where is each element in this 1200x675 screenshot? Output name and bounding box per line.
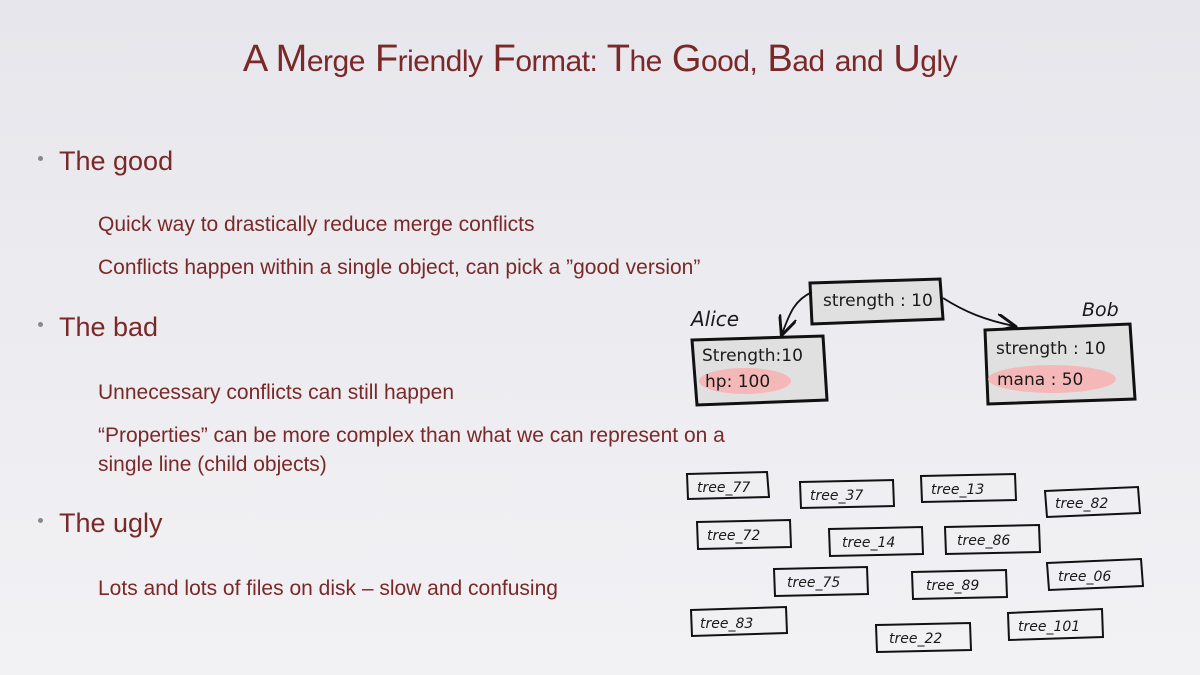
- svg-text:tree_22: tree_22: [889, 631, 942, 647]
- svg-text:tree_13: tree_13: [931, 482, 984, 498]
- bullet-the-ugly: The ugly: [38, 508, 163, 539]
- bullet-dot-icon: [38, 156, 43, 161]
- svg-text:tree_37: tree_37: [810, 488, 863, 504]
- title-word-6: Good,: [671, 38, 758, 80]
- file-box: tree_83: [689, 605, 789, 638]
- title-word-3: Friendly: [374, 38, 483, 80]
- sub-point: Quick way to drastically reduce merge co…: [98, 213, 535, 236]
- svg-text:tree_82: tree_82: [1055, 496, 1108, 512]
- base-object-box: strength : 10: [808, 277, 945, 326]
- title-word-4: Format:: [492, 38, 598, 80]
- title-word-1: A: [242, 38, 266, 80]
- svg-text:tree_75: tree_75: [787, 575, 840, 591]
- file-box: tree_89: [910, 568, 1009, 601]
- bullet-dot-icon: [38, 518, 43, 523]
- svg-text:tree_83: tree_83: [700, 616, 753, 632]
- bob-highlight: [988, 365, 1116, 393]
- arrow-to-alice: [782, 291, 813, 334]
- title-word-8: and: [834, 45, 884, 78]
- bullet-the-good: The good: [38, 146, 173, 177]
- bullet-heading: The good: [59, 146, 174, 176]
- sub-point: Lots and lots of files on disk – slow an…: [98, 577, 558, 600]
- file-box: tree_86: [943, 523, 1042, 556]
- title-word-5: The: [606, 38, 663, 80]
- title-word-2: Merge: [275, 38, 366, 80]
- svg-text:tree_86: tree_86: [957, 533, 1010, 549]
- sub-point: Conflicts happen within a single object,…: [98, 256, 701, 279]
- svg-text:tree_77: tree_77: [697, 480, 750, 496]
- alice-line-2: hp: 100: [705, 372, 770, 392]
- file-box: tree_13: [919, 472, 1018, 504]
- arrow-to-bob: [942, 297, 1014, 326]
- sub-point: “Properties” can be more complex than wh…: [98, 424, 725, 476]
- bullet-dot-icon: [38, 322, 43, 327]
- file-box: tree_75: [772, 565, 870, 598]
- svg-text:tree_101: tree_101: [1018, 619, 1080, 635]
- file-box: tree_101: [1006, 607, 1105, 642]
- slide-title: A Merge Friendly Format: The Good, Bad a…: [0, 38, 1200, 81]
- sub-point: Unnecessary conflicts can still happen: [98, 381, 455, 404]
- bullet-heading: The bad: [59, 312, 159, 342]
- bullet-heading: The ugly: [59, 508, 163, 538]
- file-box: tree_06: [1045, 557, 1145, 592]
- svg-text:tree_14: tree_14: [842, 535, 895, 551]
- file-box: tree_77: [685, 470, 771, 501]
- bob-label: Bob: [1082, 299, 1119, 321]
- bullet-the-bad: The bad: [38, 312, 158, 343]
- svg-text:tree_72: tree_72: [707, 528, 760, 544]
- svg-text:tree_89: tree_89: [926, 578, 979, 594]
- file-boxes: tree_77 tree_37 tree_13 tree_82 tree_72 …: [685, 470, 1145, 654]
- alice-object-box: Strength:10 hp: 100: [690, 334, 829, 407]
- base-object-text: strength : 10: [823, 291, 933, 311]
- alice-line-1: Strength:10: [702, 346, 803, 366]
- svg-text:tree_06: tree_06: [1058, 569, 1111, 585]
- title-word-7: Bad: [767, 38, 825, 80]
- title-word-9: Ugly: [893, 38, 958, 80]
- file-box: tree_14: [827, 525, 925, 558]
- file-box: tree_72: [695, 518, 793, 551]
- bob-object-box: strength : 10 mana : 50: [983, 322, 1137, 406]
- file-box: tree_37: [798, 478, 896, 510]
- alice-highlight: [699, 368, 791, 394]
- bob-line-1: strength : 10: [996, 339, 1106, 359]
- alice-label: Alice: [689, 307, 739, 331]
- bob-line-2: mana : 50: [997, 370, 1083, 390]
- file-box: tree_82: [1043, 485, 1142, 519]
- file-box: tree_22: [874, 621, 973, 654]
